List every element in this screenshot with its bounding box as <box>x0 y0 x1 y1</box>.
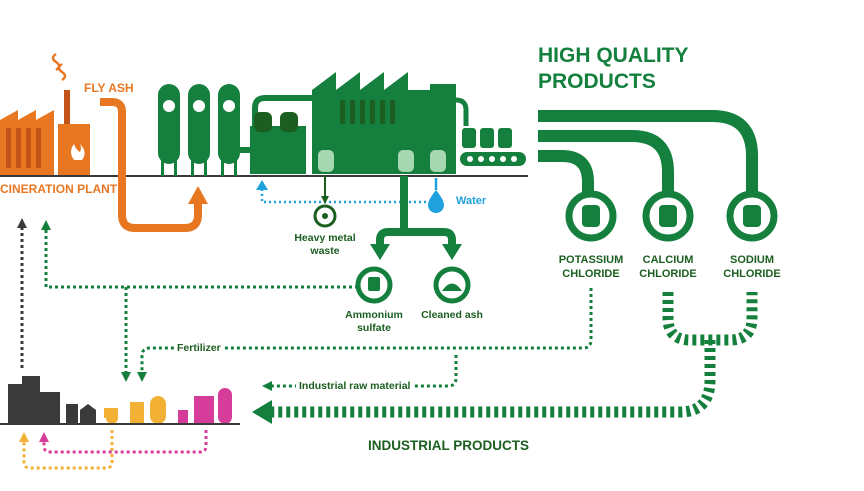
heavy-metal-label-1: Heavy metal <box>294 232 356 244</box>
ammonium-arrow <box>370 244 390 260</box>
calcium-label-2: CHLORIDE <box>639 268 697 280</box>
fertilizer-line <box>140 288 593 372</box>
cleaned-ash-label: Cleaned ash <box>421 309 483 321</box>
ammonium-return-line <box>44 228 358 289</box>
high-quality-label-2: PRODUCTS <box>538 70 656 93</box>
cleaned-ash-arrow <box>442 244 462 260</box>
ammonium-label-1: Ammonium <box>345 309 403 321</box>
city-industry-icon <box>8 376 232 424</box>
water-drop-icon <box>428 190 444 213</box>
chloride-merge-flow <box>662 292 758 346</box>
ash-split-pipe <box>376 176 456 250</box>
pink-loop <box>42 430 208 454</box>
silos-icon <box>158 84 240 176</box>
water-return-arrow <box>256 180 268 190</box>
fertilizer-label: Fertilizer <box>174 342 224 355</box>
incineration-plant-icon <box>0 52 90 175</box>
potassium-label-2: CHLORIDE <box>562 268 620 280</box>
sodium-label-1: SODIUM <box>730 254 774 266</box>
high-quality-label-1: HIGH QUALITY <box>538 44 689 67</box>
water-label: Water <box>456 195 487 207</box>
heavy-metal-arrow <box>321 196 329 204</box>
yellow-loop <box>22 430 114 470</box>
fly-ash-pipe <box>100 98 202 232</box>
industrial-products-arrow <box>252 400 272 424</box>
treatment-plant-icon <box>240 72 469 174</box>
conveyor-icon <box>460 128 526 166</box>
fly-ash-label: FLY ASH <box>84 81 134 95</box>
product-pipes <box>538 110 758 192</box>
sodium-label-2: CHLORIDE <box>723 268 781 280</box>
fly-ash-arrow <box>188 186 208 204</box>
calcium-label-1: CALCIUM <box>642 254 694 266</box>
heavy-metal-label-2: waste <box>310 245 340 257</box>
industrial-raw-label: Industrial raw material <box>296 380 414 393</box>
water-return-line <box>260 188 436 204</box>
industrial-products-label: INDUSTRIAL PRODUCTS <box>368 438 530 453</box>
potassium-label-1: POTASSIUM <box>558 254 624 266</box>
incineration-plant-label: CINERATION PLANT <box>0 182 118 196</box>
industrial-products-flow <box>272 340 716 418</box>
ammonium-label-2: sulfate <box>357 322 391 334</box>
